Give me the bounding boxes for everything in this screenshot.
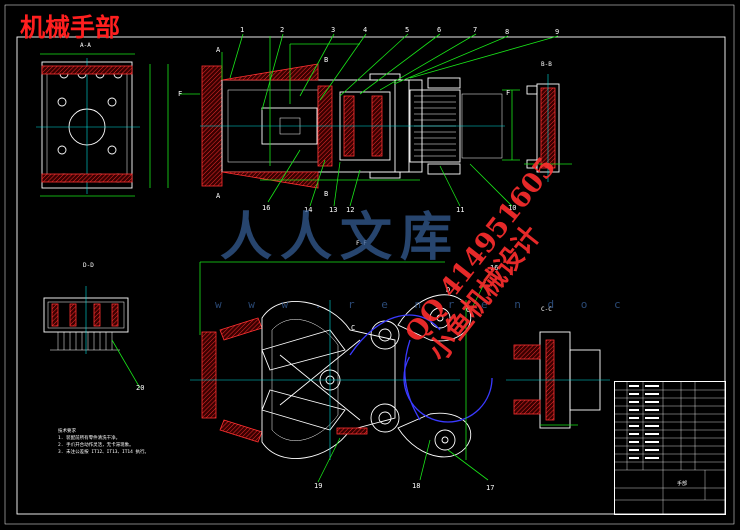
note-line: 2. 手爪开合动作灵活，无卡滞现象。 xyxy=(58,443,134,448)
view-a-a: A-A xyxy=(36,42,169,197)
title-block-grid xyxy=(615,382,725,514)
part-label: 16 xyxy=(262,204,270,212)
leader-lines-top xyxy=(229,33,559,207)
page-title: 机械手部 xyxy=(20,13,121,42)
part-label: 8 xyxy=(505,28,509,36)
part-numbers: 1 2 3 4 5 6 7 8 9 11 12 13 14 16 10 16 1… xyxy=(136,26,559,492)
mark-c-right: C xyxy=(466,306,470,314)
mark-f-left: F xyxy=(178,90,182,98)
part-label: 9 xyxy=(555,28,559,36)
part-label: 10 xyxy=(508,204,516,212)
outer-frame xyxy=(4,4,735,525)
mark-a-bottom: A xyxy=(216,192,221,200)
part-label: 19 xyxy=(314,482,322,490)
view-d-d: D-D xyxy=(43,262,141,389)
part-label: 4 xyxy=(363,26,367,34)
part-label: 13 xyxy=(329,206,337,214)
view-d-d-label: D-D xyxy=(83,262,94,269)
drawing-frame xyxy=(16,36,726,515)
note-line: 3. 未注公差按 IT12、IT13、IT14 执行。 xyxy=(58,450,150,455)
view-b-b: B-B xyxy=(524,61,572,182)
main-assembly-view xyxy=(180,36,520,189)
mark-b-top: B xyxy=(324,56,328,64)
part-label: 5 xyxy=(405,26,409,34)
mark-a-top: A xyxy=(216,46,221,54)
part-label: 2 xyxy=(280,26,284,34)
title-block: 手部 xyxy=(614,381,726,515)
part-label: 6 xyxy=(437,26,441,34)
part-label: 3 xyxy=(331,26,335,34)
part-label: 18 xyxy=(412,482,420,490)
view-b-b-label: B-B xyxy=(541,61,552,68)
title-block-name: 手部 xyxy=(677,481,688,487)
view-c-c-label: C-C xyxy=(541,306,552,313)
section-marks: A A B B F F C C D xyxy=(178,46,510,332)
part-label: 1 xyxy=(240,26,244,34)
view-a-a-label: A-A xyxy=(80,42,91,49)
watermark-url: w w w . r e n r e n d o c xyxy=(215,298,631,311)
view-c-c: C-C xyxy=(506,306,610,429)
mark-f-right: F xyxy=(506,89,510,97)
part-label: 7 xyxy=(473,26,477,34)
part-label: 20 xyxy=(136,384,144,392)
mark-d: D xyxy=(446,286,450,294)
note-line: 1. 装配前所有零件清洗干净。 xyxy=(58,436,121,441)
mark-c-left: C xyxy=(351,324,355,332)
part-label: 12 xyxy=(346,206,354,214)
technical-notes: 技术要求 1. 装配前所有零件清洗干净。 2. 手爪开合动作灵活，无卡滞现象。 … xyxy=(58,428,149,456)
part-label: 14 xyxy=(304,206,312,214)
view-f-f-label: F-F xyxy=(356,240,367,247)
mark-b-bottom: B xyxy=(324,190,328,198)
notes-heading: 技术要求 xyxy=(58,429,76,434)
watermark-logo: 人人文库 xyxy=(220,207,461,268)
part-label: 16 xyxy=(490,264,498,272)
part-label: 17 xyxy=(486,484,494,492)
part-label: 11 xyxy=(456,206,464,214)
